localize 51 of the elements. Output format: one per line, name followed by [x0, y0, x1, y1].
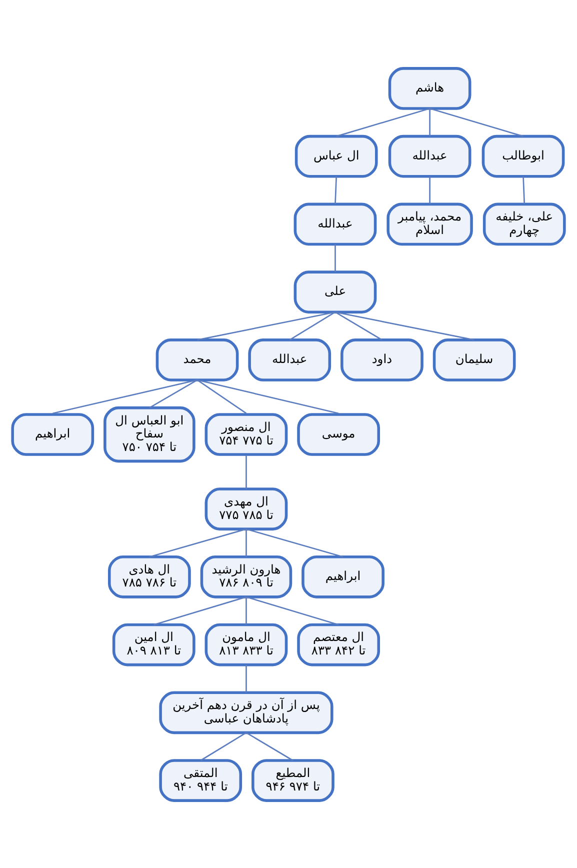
connector: [197, 378, 339, 414]
node-box: داود: [340, 338, 424, 381]
connector: [429, 176, 430, 204]
connector: [289, 311, 336, 340]
connector: [429, 108, 430, 136]
node-box: عبدالله: [248, 338, 332, 381]
connector: [200, 732, 247, 761]
node-box: محمد: [156, 338, 239, 381]
connector: [334, 176, 337, 204]
node-box: ال منصور ۷۵۴ تا ۷۷۵: [204, 412, 288, 456]
node-box: محمد، پیامبر اسلام: [386, 202, 473, 246]
node-box: سلیمان: [432, 338, 516, 381]
node-box: هاشم: [388, 66, 472, 110]
connector: [246, 664, 247, 692]
connector: [334, 311, 382, 340]
node-box: ابراهیم: [302, 555, 384, 598]
node-box: علی: [294, 270, 377, 313]
connector: [246, 732, 294, 761]
connector: [149, 528, 246, 558]
node-box: ال مامون ۸۱۳ تا ۸۳۳: [204, 622, 288, 666]
connector: [522, 176, 526, 204]
connector: [196, 378, 247, 414]
connector: [246, 528, 344, 558]
connector: [246, 455, 247, 489]
connector: [335, 310, 474, 340]
connector: [336, 107, 430, 136]
connector: [334, 244, 336, 272]
node-box: المتقی ۹۴۰ تا ۹۴۴: [159, 758, 242, 802]
connector: [154, 596, 246, 625]
connector: [246, 528, 247, 556]
node-box: ال عباس: [294, 134, 378, 178]
connector: [246, 596, 339, 625]
connector: [430, 107, 524, 136]
node-box: ابو العباس ال سفاح ۷۵۰ تا ۷۵۴: [104, 406, 196, 462]
node-box: عبدالله: [388, 134, 472, 178]
node-box: ال معتصم ۸۳۳ تا ۸۴۲: [297, 622, 380, 666]
node-box: المطیع ۹۴۶ تا ۹۷۴: [252, 758, 334, 802]
node-box: علی، خلیفه چهارم: [482, 202, 566, 246]
connector: [149, 378, 198, 408]
connector: [197, 310, 336, 340]
node-box: عبدالله: [294, 202, 377, 246]
node-box: ال مهدی ۷۷۵ تا ۷۸۵: [204, 487, 288, 530]
node-box: موسی: [297, 412, 380, 456]
connector: [246, 596, 247, 624]
node-box: ابراهیم: [11, 412, 94, 456]
node-box: ال امین ۸۰۹ تا ۸۱۳: [112, 622, 196, 666]
connector: [52, 378, 198, 414]
node-box: پس از آن در قرن دهم آخرین پادشاهان عباسی: [159, 690, 334, 734]
node-box: ال هادی ۷۸۵ تا ۷۸۶: [108, 555, 191, 598]
node-box: هارون الرشید ۷۸۶ تا ۸۰۹: [200, 555, 292, 598]
node-box: ابوطالب: [482, 134, 565, 178]
